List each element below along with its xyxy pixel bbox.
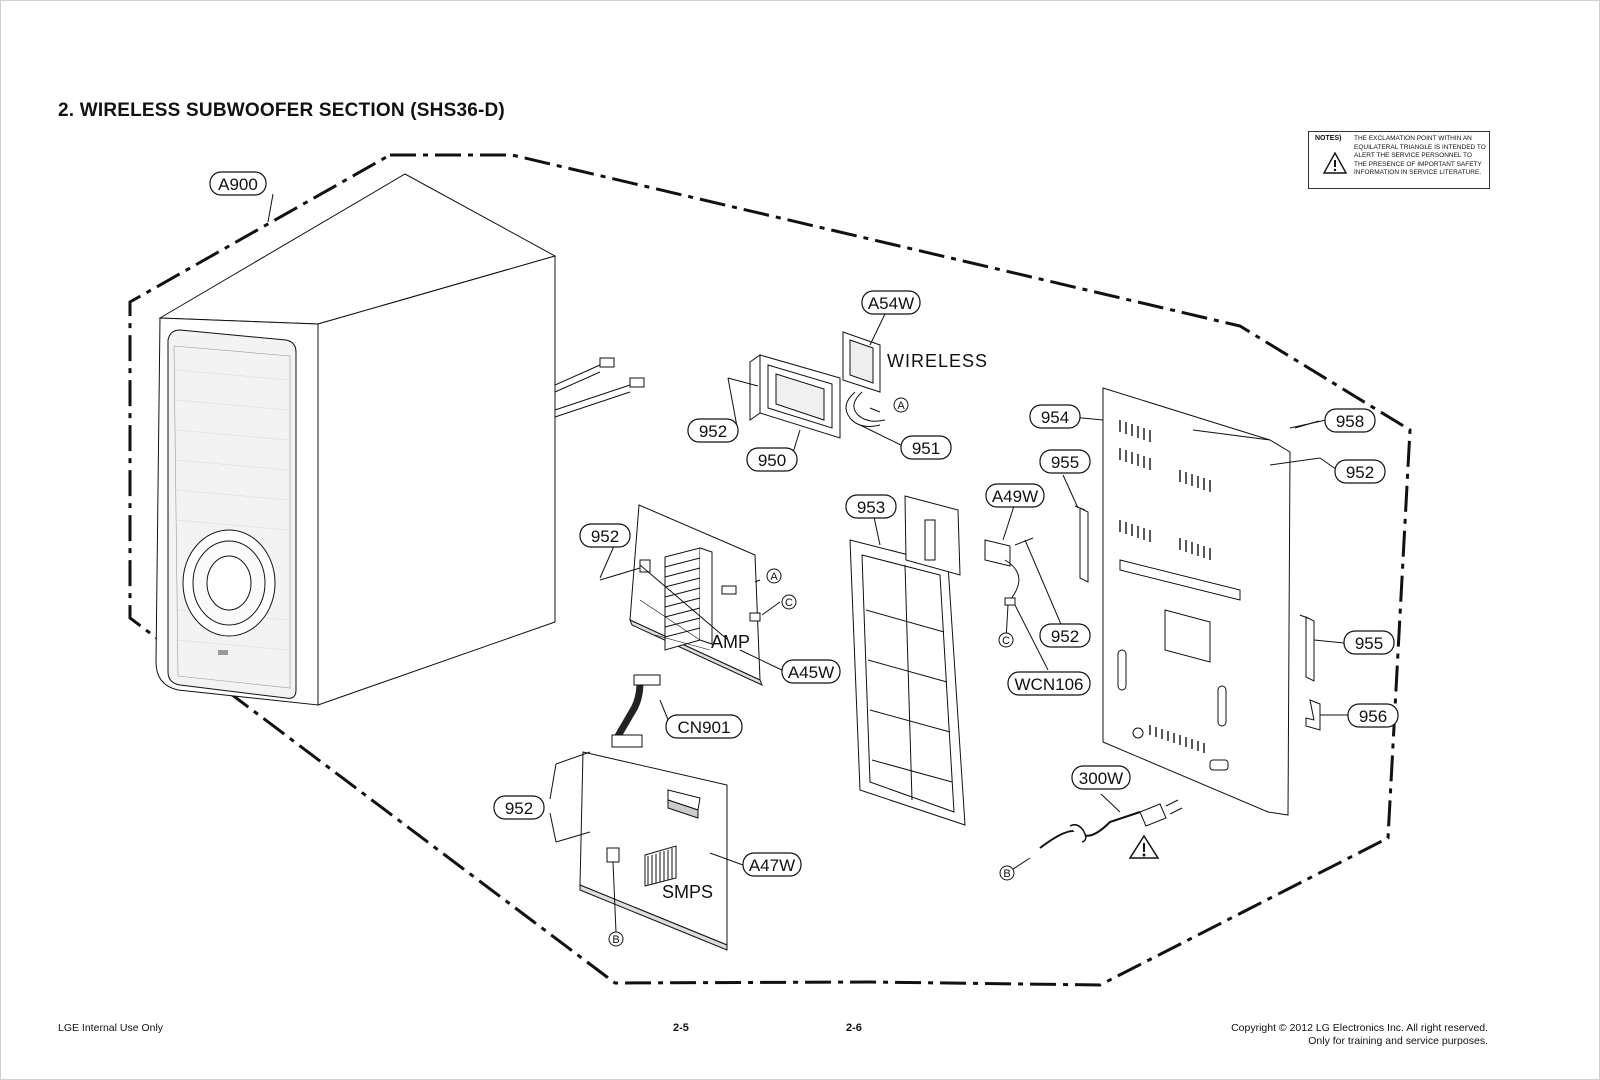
footer-copyright-block: Copyright © 2012 LG Electronics Inc. All… [1231,1022,1488,1048]
smps-pcb-a47w [555,751,728,951]
callout-a47w: A47W [742,852,802,877]
svg-text:952: 952 [1346,463,1374,482]
svg-text:A45W: A45W [788,663,834,682]
warning-triangle-icon [1128,834,1160,859]
svg-text:CN901: CN901 [678,718,731,737]
svg-text:300W: 300W [1079,769,1123,788]
svg-text:A54W: A54W [868,294,914,313]
callout-952-wcn: 952 [1039,623,1091,648]
warning-triangle-icon [1323,152,1347,174]
footer-copyright: Copyright © 2012 LG Electronics Inc. All… [1231,1022,1488,1034]
svg-text:953: 953 [857,498,885,517]
section-boundary [128,153,1412,987]
power-cord-300w [1039,799,1183,849]
callout-952-amp: 952 [579,523,631,548]
callout-300w: 300W [1071,765,1131,790]
svg-text:C: C [1002,635,1010,647]
callout-955-top: 955 [1039,449,1091,474]
svg-text:952: 952 [1051,627,1079,646]
svg-text:A900: A900 [218,175,258,194]
callout-950: 950 [746,447,798,472]
svg-text:951: 951 [912,439,940,458]
footer-training-note: Only for training and service purposes. [1308,1035,1488,1047]
callout-a49w: A49W [985,483,1045,508]
bracket-955-bottom [1299,614,1315,682]
connector-b-smps: B [608,931,624,947]
callout-a900: A900 [209,171,267,196]
wireless-bracket-950 [727,354,841,439]
svg-text:A47W: A47W [749,856,795,875]
svg-text:955: 955 [1051,453,1079,472]
svg-text:B: B [1003,868,1010,880]
smps-heatsink [644,845,677,887]
amp-pcb-a45w [599,504,763,686]
speaker-cabinet [155,173,645,706]
callout-cn901: CN901 [665,714,743,739]
back-panel-954 [1102,387,1336,816]
amp-heatsink [664,547,713,651]
footer-page-left: 2-5 [673,1022,689,1034]
svg-text:A: A [897,400,905,412]
connector-b-power: B [999,865,1015,881]
callout-a45w: A45W [781,659,841,684]
callout-954: 954 [1029,404,1081,429]
smps-label: SMPS [662,882,713,902]
svg-text:958: 958 [1336,412,1364,431]
callout-wcn106: WCN106 [1007,671,1091,696]
callout-952-smps: 952 [493,795,545,820]
svg-text:C: C [785,597,793,609]
svg-text:WCN106: WCN106 [1015,675,1084,694]
bracket-956 [1305,699,1321,731]
svg-text:954: 954 [1041,408,1069,427]
connector-a-amp: A [766,568,782,584]
callout-953: 953 [845,494,897,519]
svg-text:950: 950 [758,451,786,470]
callout-a54w: A54W [861,290,921,315]
callout-952-backpanel: 952 [1334,459,1386,484]
svg-text:952: 952 [699,422,727,441]
svg-text:955: 955 [1355,634,1383,653]
callout-951: 951 [900,435,952,460]
svg-text:952: 952 [505,799,533,818]
connector-c-amp: C [781,594,797,610]
wireless-label: WIRELESS [887,351,988,371]
callout-958: 958 [1324,408,1376,433]
page-title: 2. WIRELESS SUBWOOFER SECTION (SHS36-D) [58,100,505,121]
svg-text:B: B [612,934,619,946]
callout-956: 956 [1347,703,1399,728]
footer-internal-use: LGE Internal Use Only [58,1022,164,1034]
notes-label: NOTES) [1315,135,1342,142]
connector-c-wcn: C [998,632,1014,648]
bracket-955-top [1074,505,1089,583]
svg-text:A49W: A49W [992,487,1038,506]
footer-page-right: 2-6 [846,1022,862,1034]
svg-text:952: 952 [591,527,619,546]
svg-text:A: A [770,571,778,583]
safety-notes-box: NOTES) THE EXCLAMATION POINT WITHIN AN E… [1308,131,1490,189]
cn901-ribbon-cable [614,681,644,738]
wireless-module-a54w [842,331,886,427]
frame-bracket-953 [849,495,966,826]
notes-text: THE EXCLAMATION POINT WITHIN AN EQUILATE… [1354,135,1486,176]
a49w-board [984,537,1034,606]
callout-952-wireless: 952 [687,418,739,443]
callout-955-bottom: 955 [1343,630,1395,655]
amp-label: AMP [711,632,750,652]
connector-a-wireless: A [893,397,909,413]
svg-text:956: 956 [1359,707,1387,726]
